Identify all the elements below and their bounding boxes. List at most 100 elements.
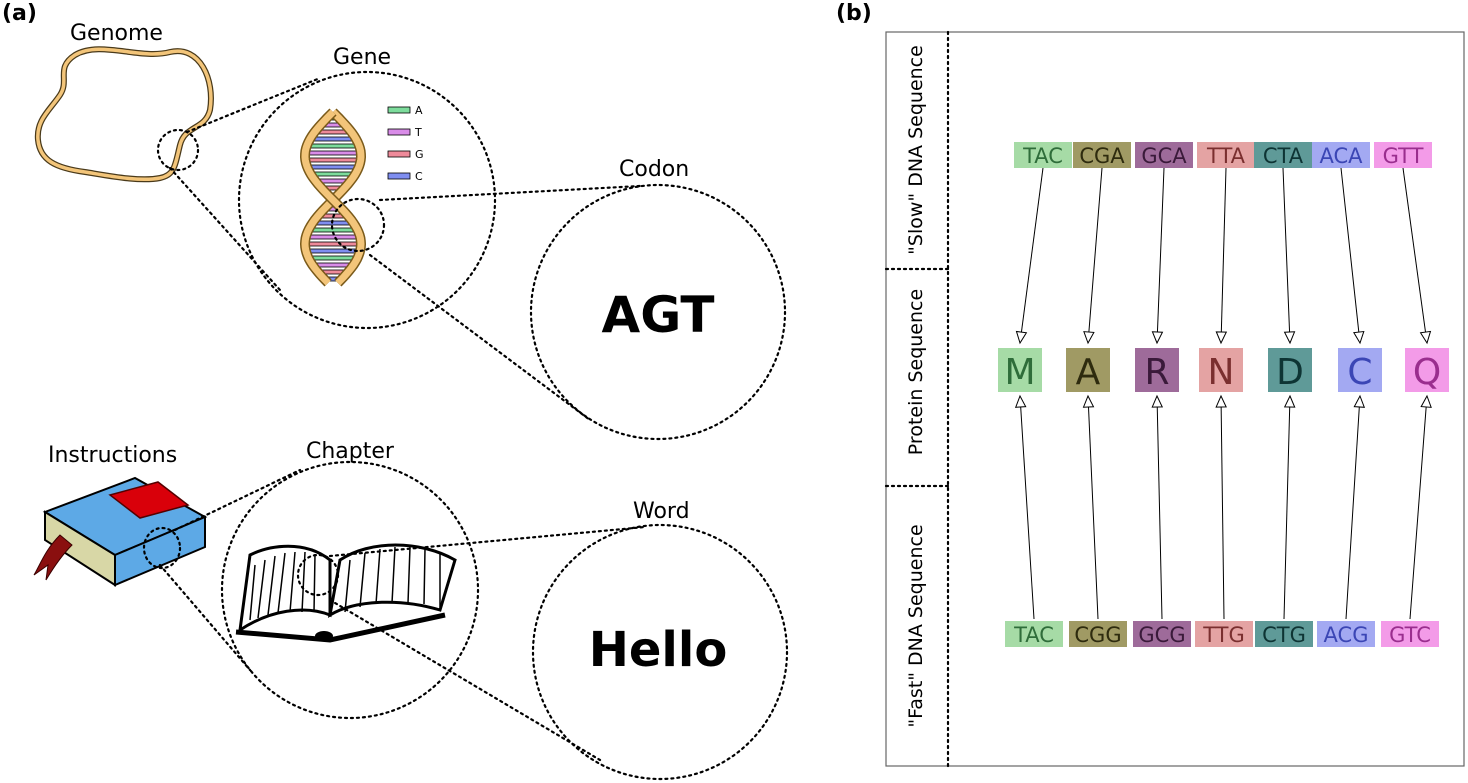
fast-codon-box: [1317, 621, 1375, 647]
slow-to-protein-arrow: [1220, 167, 1227, 333]
slow-codon: CTA: [1263, 144, 1304, 168]
fast-codon-box: [1069, 621, 1127, 647]
fast-codon: GTC: [1389, 623, 1431, 647]
fast-to-protein-arrow-head: [1151, 394, 1164, 408]
slow-to-protein-arrow: [1020, 167, 1044, 333]
slow-codon-box: [1312, 142, 1370, 168]
chapter-circle: [220, 460, 480, 720]
amino-acid-box: [1066, 348, 1110, 392]
legend-swatch: [387, 172, 411, 180]
row-label-fast: "Fast" DNA Sequence: [905, 524, 927, 727]
word-label: Word: [633, 499, 690, 524]
legend-swatch: [387, 128, 411, 136]
fast-to-protein-arrow-head: [1283, 394, 1296, 408]
fast-codon: TAC: [1013, 623, 1054, 647]
gene-zoom-circle: [330, 197, 386, 253]
codon-circle: [529, 183, 787, 441]
base-pair: [308, 255, 358, 261]
fast-codon: GCG: [1138, 623, 1185, 647]
genome-label: Genome: [70, 21, 163, 46]
slow-to-protein-arrow: [1402, 167, 1427, 333]
slow-to-protein-arrow-head: [1151, 331, 1164, 345]
slow-codon: TTA: [1206, 144, 1246, 168]
amino-acid-box: [1405, 348, 1449, 392]
genome-zoom-circle: [156, 128, 200, 172]
fast-codon-box: [1381, 621, 1439, 647]
word-value: Hello: [589, 622, 728, 678]
chapter-label: Chapter: [306, 439, 395, 464]
amino-acid-box: [1199, 348, 1243, 392]
amino-acid: N: [1208, 352, 1235, 393]
amino-acid: D: [1276, 352, 1304, 393]
fast-to-protein-arrow: [1087, 406, 1099, 620]
gene-label: Gene: [333, 45, 391, 70]
panel-b-label: (b): [836, 1, 872, 26]
base-pair: [304, 157, 362, 163]
slow-codon: CGA: [1079, 144, 1125, 168]
fast-codon-box: [1195, 621, 1253, 647]
legend-label: G: [415, 148, 424, 161]
base-pair: [306, 143, 360, 149]
amino-acid: R: [1144, 352, 1169, 393]
base-pair: [304, 150, 362, 156]
fast-codon-box: [1133, 621, 1191, 647]
fast-codon: CGG: [1074, 623, 1121, 647]
fast-to-protein-arrow-head: [1215, 394, 1227, 408]
legend-swatch: [387, 106, 411, 114]
slow-to-protein-arrow: [1156, 167, 1165, 333]
slow-codon-box: [1073, 142, 1131, 168]
base-pair: [306, 164, 360, 170]
chapter-zoom-circle: [296, 553, 340, 597]
slow-to-protein-arrow-head: [1083, 331, 1095, 345]
instructions-label: Instructions: [48, 443, 177, 468]
row-label-slow: "Slow" DNA Sequence: [905, 45, 927, 255]
fast-codon-box: [1005, 621, 1063, 647]
row-label-protein: Protein Sequence: [905, 289, 927, 455]
panel-a-label: (a): [2, 1, 37, 26]
base-pair: [304, 241, 362, 247]
slow-to-protein-arrow-head: [1419, 330, 1432, 345]
fast-to-protein-arrow-head: [1082, 394, 1095, 408]
fast-to-protein-arrow: [1283, 406, 1291, 620]
amino-acid-box: [1135, 348, 1179, 392]
slow-to-protein-arrow: [1282, 167, 1291, 333]
amino-acid: M: [1004, 352, 1035, 393]
open-book-icon: [235, 543, 457, 643]
base-pair: [305, 248, 361, 254]
amino-acid: A: [1076, 352, 1101, 393]
slow-codon-box: [1014, 142, 1072, 168]
amino-acid-box: [998, 348, 1042, 392]
closed-book-icon: [33, 476, 208, 587]
slow-codon-box: [1254, 142, 1312, 168]
dna-helix-icon: [299, 108, 367, 287]
word-circle: [531, 523, 789, 781]
fast-to-protein-arrow-head: [1353, 394, 1366, 408]
fast-to-protein-arrow: [1345, 406, 1360, 620]
codon-label: Codon: [619, 157, 689, 182]
slow-to-protein-arrow-head: [1215, 331, 1228, 345]
amino-acid: C: [1347, 352, 1372, 393]
slow-codon: ACA: [1319, 144, 1363, 168]
panel-b-frame: [885, 31, 1465, 767]
slow-to-protein-arrow: [1088, 167, 1103, 333]
slow-codon-box: [1197, 142, 1255, 168]
codon-value: AGT: [602, 286, 715, 344]
slow-codon-box: [1374, 142, 1432, 168]
fast-codon: CTG: [1262, 623, 1306, 647]
slow-to-protein-arrow-head: [1283, 331, 1296, 345]
fast-to-protein-arrow: [1409, 406, 1427, 620]
base-pair: [309, 136, 357, 142]
legend-label: C: [415, 170, 423, 183]
slow-to-protein-arrow: [1340, 167, 1360, 333]
sequence-arrows: [1014, 167, 1432, 620]
fast-to-protein-arrow: [1156, 406, 1163, 620]
fast-to-protein-arrow-head: [1420, 394, 1432, 408]
legend-swatch: [387, 150, 411, 158]
slow-codon: TAC: [1022, 144, 1063, 168]
book-zoom-circle: [142, 526, 182, 570]
slow-to-protein-arrow-head: [1353, 330, 1365, 345]
